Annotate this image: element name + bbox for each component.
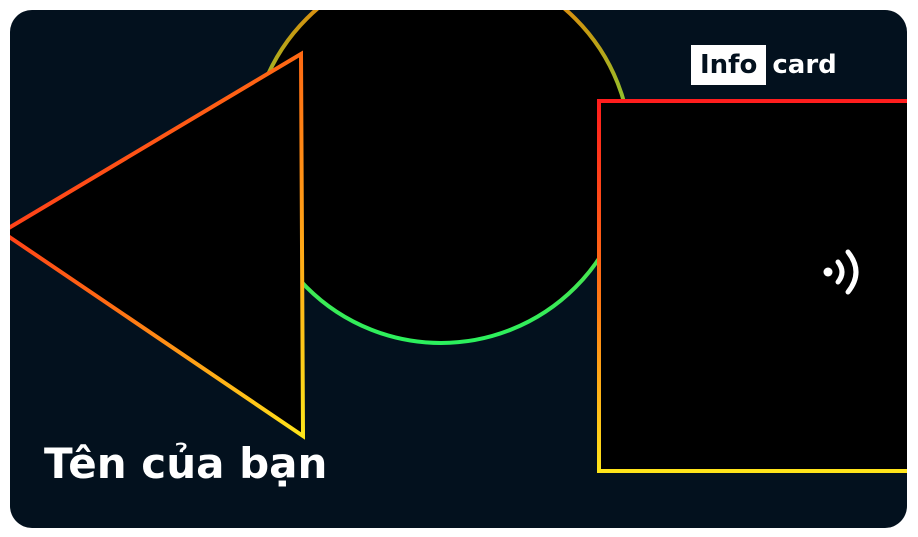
triangle-shape bbox=[10, 50, 306, 440]
card-holder-name: Tên của bạn bbox=[44, 439, 328, 488]
card-artwork bbox=[10, 10, 907, 473]
logo-boxed-text: Info bbox=[691, 45, 767, 85]
contactless-icon bbox=[823, 249, 859, 295]
info-card: Info card Tên của bạn bbox=[10, 10, 907, 528]
logo-plain-text: card bbox=[772, 50, 837, 80]
circle-shape bbox=[249, 10, 633, 345]
infocard-logo: Info card bbox=[691, 45, 837, 85]
square-shape bbox=[597, 99, 907, 473]
